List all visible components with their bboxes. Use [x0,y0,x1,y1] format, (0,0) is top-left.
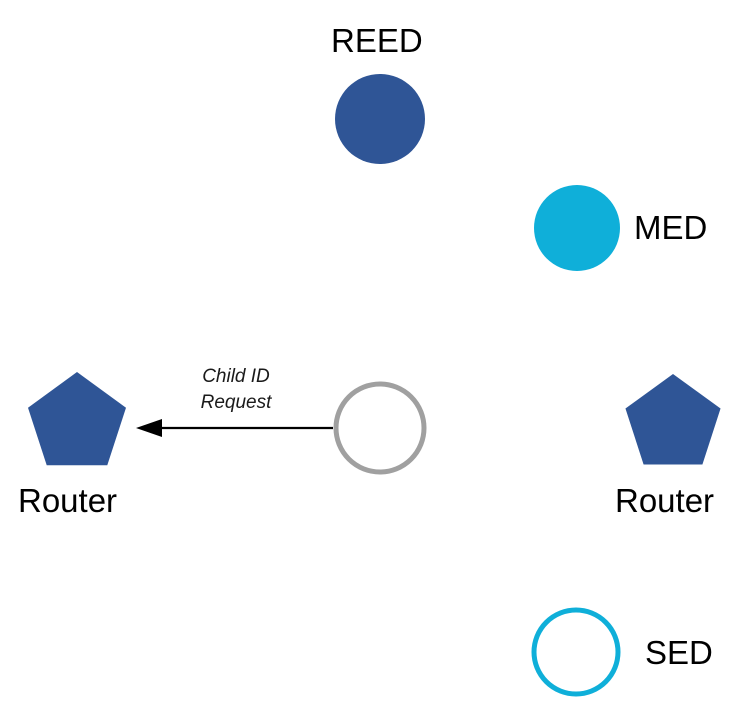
edge-label-line-1: Child ID [202,366,270,387]
edge-child-id-request-arrow[interactable] [136,419,333,437]
node-label-sed: SED [645,634,713,671]
node-label-router-right: Router [615,482,715,519]
node-reed-circle[interactable] [335,74,425,164]
node-router-left-pentagon[interactable] [28,372,126,466]
node-unattached-device-circle[interactable] [333,381,427,475]
edge-label-line-2: Request [200,391,272,413]
node-sed-circle[interactable] [531,607,621,697]
edge-label-child-id-request: Child ID Request [190,364,282,415]
node-med-circle[interactable] [534,185,620,271]
node-label-reed: REED [331,22,423,59]
node-label-med: MED [634,209,708,246]
node-label-router-left: Router [18,482,118,519]
node-router-right-pentagon[interactable] [625,374,721,465]
arrowhead-icon [136,419,162,437]
